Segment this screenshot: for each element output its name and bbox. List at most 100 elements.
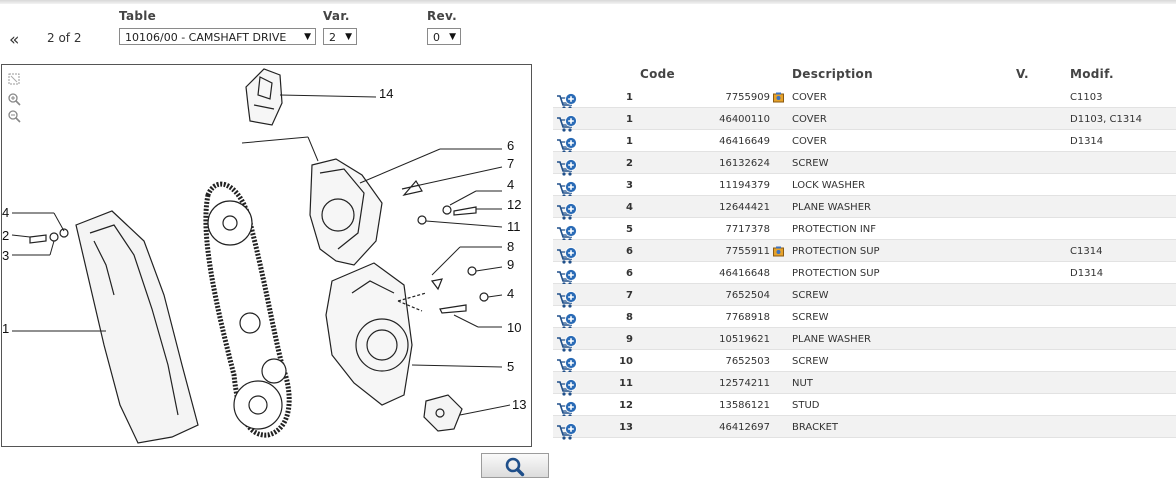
add-to-cart-icon[interactable] <box>556 400 578 419</box>
code-cell: 12574211 <box>719 378 770 389</box>
add-to-cart-icon[interactable] <box>556 92 578 111</box>
previous-table-button[interactable]: « <box>9 30 20 50</box>
rev-label: Rev. <box>427 9 457 23</box>
position-cell: 1 <box>626 92 633 103</box>
description-cell: NUT <box>792 378 813 389</box>
top-border <box>0 0 1176 4</box>
code-cell: 7652503 <box>725 356 770 367</box>
callout-7[interactable]: 7 <box>507 156 514 171</box>
callout-13[interactable]: 13 <box>512 397 526 412</box>
description-cell: PLANE WASHER <box>792 202 871 213</box>
code-cell: 46412697 <box>719 422 770 433</box>
code-cell: 7755909 <box>725 92 770 103</box>
description-cell: COVER <box>792 114 827 125</box>
description-cell: SCREW <box>792 158 829 169</box>
position-cell: 13 <box>619 422 633 433</box>
search-icon <box>505 457 525 477</box>
description-cell: SCREW <box>792 356 829 367</box>
code-cell: 16132624 <box>719 158 770 169</box>
callout-1[interactable]: 1 <box>2 321 9 336</box>
parts-illustration: 14 6 7 4 12 11 8 9 4 10 5 13 4 2 3 1 <box>2 68 526 444</box>
callout-2[interactable]: 2 <box>2 228 9 243</box>
callout-8[interactable]: 8 <box>507 239 514 254</box>
add-to-cart-icon[interactable] <box>556 224 578 243</box>
add-to-cart-icon[interactable] <box>556 246 578 265</box>
var-select[interactable]: 2 ▼ <box>323 28 357 45</box>
modif-cell: D1103, C1314 <box>1070 114 1142 125</box>
position-cell: 2 <box>626 158 633 169</box>
v-column-header: V. <box>1016 67 1029 81</box>
callout-5[interactable]: 5 <box>507 359 514 374</box>
table-row[interactable] <box>553 438 1176 445</box>
callout-3[interactable]: 3 <box>2 248 9 263</box>
rev-select[interactable]: 0 ▼ <box>427 28 461 45</box>
callout-6[interactable]: 6 <box>507 138 514 153</box>
position-cell: 4 <box>626 202 633 213</box>
code-cell: 46416649 <box>719 136 770 147</box>
photo-icon[interactable] <box>773 246 784 257</box>
code-cell: 7652504 <box>725 290 770 301</box>
add-to-cart-icon[interactable] <box>556 158 578 177</box>
position-cell: 1 <box>626 136 633 147</box>
add-to-cart-icon[interactable] <box>556 356 578 375</box>
description-cell: PLANE WASHER <box>792 334 871 345</box>
description-cell: PROTECTION INF <box>792 224 877 235</box>
search-button[interactable] <box>481 453 549 478</box>
code-cell: 7717378 <box>725 224 770 235</box>
callout-10[interactable]: 10 <box>507 320 521 335</box>
modif-cell: D1314 <box>1070 268 1104 279</box>
table-row[interactable]: 5 7717378 PROTECTION INF <box>553 218 1176 243</box>
callout-4[interactable]: 4 <box>507 286 514 301</box>
callout-4[interactable]: 4 <box>2 205 9 220</box>
callout-12[interactable]: 12 <box>507 197 521 212</box>
description-cell: LOCK WASHER <box>792 180 866 191</box>
table-label: Table <box>119 9 157 23</box>
description-cell: PROTECTION SUP <box>792 268 880 279</box>
exploded-drawing[interactable]: 14 6 7 4 12 11 8 9 4 10 5 13 4 2 3 1 <box>1 64 532 447</box>
dropdown-arrow-icon: ▼ <box>449 32 456 42</box>
callout-4[interactable]: 4 <box>507 177 514 192</box>
var-label: Var. <box>323 9 350 23</box>
add-to-cart-icon[interactable] <box>556 114 578 133</box>
add-to-cart-icon[interactable] <box>556 136 578 155</box>
position-cell: 6 <box>626 246 633 257</box>
callout-14[interactable]: 14 <box>379 86 393 101</box>
add-to-cart-icon[interactable] <box>556 444 578 445</box>
position-cell: 3 <box>626 180 633 191</box>
position-cell: 1 <box>626 114 633 125</box>
code-column-header: Code <box>640 67 675 81</box>
zoom-out-icon[interactable] <box>7 109 21 123</box>
callout-9[interactable]: 9 <box>507 257 514 272</box>
position-cell: 9 <box>626 334 633 345</box>
add-to-cart-icon[interactable] <box>556 334 578 353</box>
photo-icon[interactable] <box>773 92 784 103</box>
table-row[interactable]: 2 16132624 SCREW <box>553 152 1176 177</box>
add-to-cart-icon[interactable] <box>556 422 578 441</box>
table-select[interactable]: 10106/00 - CAMSHAFT DRIVE ▼ <box>119 28 316 45</box>
description-cell: BRACKET <box>792 422 839 433</box>
add-to-cart-icon[interactable] <box>556 290 578 309</box>
zoom-in-icon[interactable] <box>7 92 21 106</box>
add-to-cart-icon[interactable] <box>556 378 578 397</box>
fit-icon[interactable] <box>7 72 21 86</box>
position-cell: 5 <box>626 224 633 235</box>
add-to-cart-icon[interactable] <box>556 202 578 221</box>
table-row[interactable]: 11 12574211 NUT <box>553 372 1176 397</box>
table-row[interactable]: 13 46412697 BRACKET <box>553 416 1176 441</box>
callout-11[interactable]: 11 <box>507 219 521 234</box>
position-cell: 6 <box>626 268 633 279</box>
position-cell: 11 <box>619 378 633 389</box>
